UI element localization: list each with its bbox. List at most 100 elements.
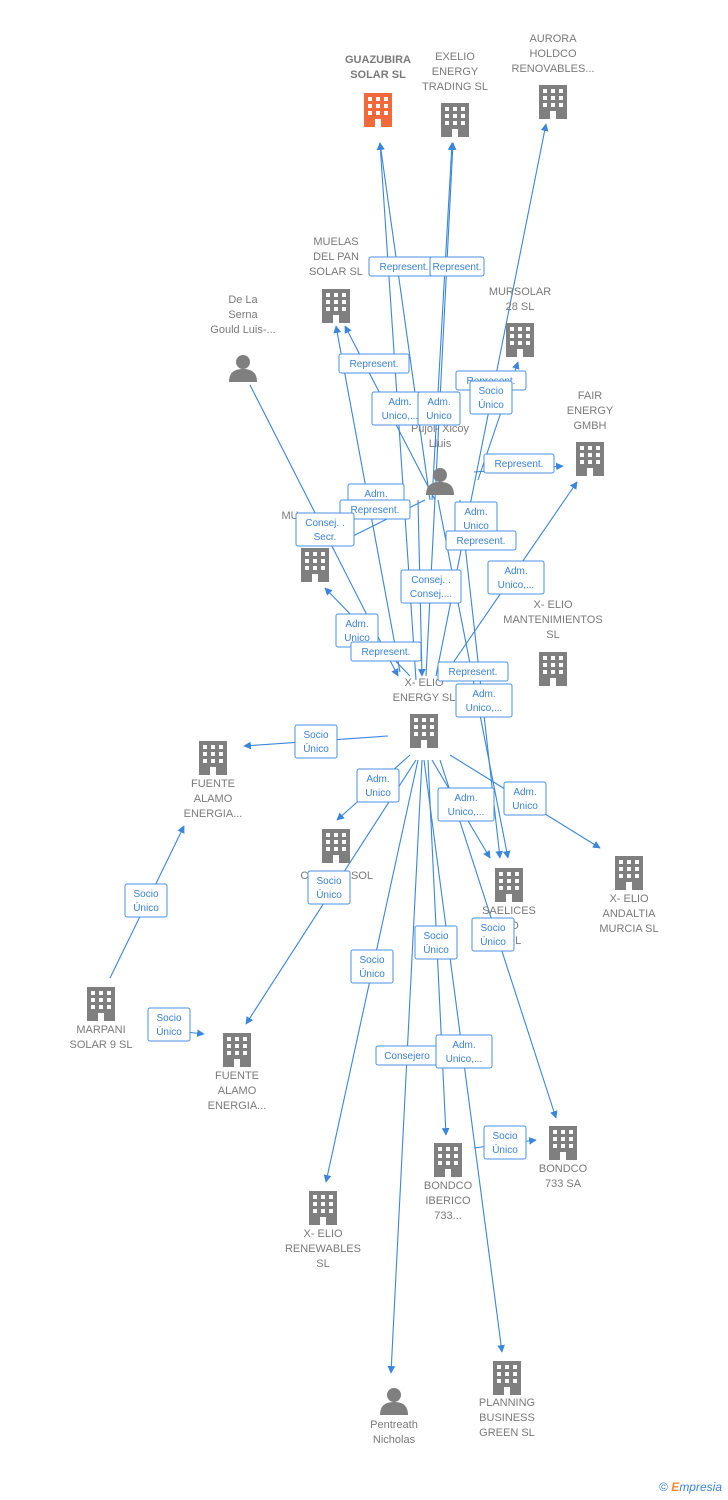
node-label: IBERICO <box>425 1195 471 1207</box>
node-fuente2[interactable]: FUENTEALAMOENERGIA... <box>208 1033 267 1112</box>
relation-label: Represent. <box>351 505 400 516</box>
relation-label: Represent. <box>362 647 411 658</box>
relation-label: Unico <box>365 788 391 799</box>
relation-r2[interactable]: Represent. <box>429 256 485 277</box>
relation-label: Único <box>359 967 385 980</box>
building-icon <box>495 868 523 902</box>
relation-r21[interactable]: Adm.Unico <box>356 768 400 803</box>
relation-label: Adm. <box>345 619 368 630</box>
node-label: GMBH <box>574 420 607 432</box>
relation-r6[interactable]: Adm.Unico,... <box>371 391 429 426</box>
building-icon <box>549 1126 577 1160</box>
relation-label: Único <box>492 1143 518 1156</box>
node-fuente1[interactable]: FUENTEALAMOENERGIA... <box>184 741 243 820</box>
relation-label: Consej.... <box>410 589 452 600</box>
node-aurora[interactable]: AURORAHOLDCORENOVABLES... <box>512 33 595 119</box>
node-label: ALAMO <box>194 793 233 805</box>
node-label: EXELIO <box>435 51 475 63</box>
relation-label: Socio <box>478 386 503 397</box>
building-icon <box>615 856 643 890</box>
node-label: ANDALTIA <box>603 908 657 920</box>
relation-r3[interactable]: Represent. <box>338 353 410 374</box>
edge-6 <box>431 142 456 501</box>
node-label: GUAZUBIRA <box>345 54 411 66</box>
node-label: SOL <box>351 870 373 882</box>
relation-box <box>294 724 338 759</box>
building-icon <box>434 1143 462 1177</box>
copyright-symbol: © <box>659 1480 668 1494</box>
node-label: Gould Luis-... <box>210 324 275 336</box>
relation-r18[interactable]: Represent. <box>437 661 509 682</box>
node-label: SL <box>316 1258 329 1270</box>
relation-r11[interactable]: Consej. .Secr. <box>295 512 355 547</box>
relation-r19[interactable]: Adm. Unico,... <box>455 683 513 718</box>
node-label: X- ELIO <box>609 893 649 905</box>
relation-r12[interactable]: Adm.Unico <box>454 501 498 536</box>
footer-brand[interactable]: © Empresia <box>659 1480 722 1494</box>
node-label: ALAMO <box>218 1085 257 1097</box>
node-bondco_ib[interactable]: BONDCOIBERICO733... <box>424 1143 473 1222</box>
node-label: ENERGIA... <box>208 1100 267 1112</box>
relation-r15[interactable]: Consej. .Consej.... <box>400 569 462 604</box>
relation-r14[interactable]: Adm.Unico,... <box>487 560 545 595</box>
relation-label: Secr. <box>314 532 337 543</box>
relation-r17[interactable]: Represent. <box>350 641 422 662</box>
relation-box <box>124 883 168 918</box>
relation-label: Adm. <box>364 489 387 500</box>
node-label: Pujol- Xicoy <box>411 423 470 435</box>
relation-box <box>400 569 462 604</box>
relation-label: Represent. <box>495 459 544 470</box>
relation-box <box>307 870 351 905</box>
edge-5 <box>377 142 431 501</box>
relation-label: Unico,... <box>466 703 503 714</box>
relation-label: Adm. <box>464 507 487 518</box>
relation-r10[interactable]: Represent. <box>339 499 411 520</box>
relation-r22[interactable]: Adm.Unico,... <box>437 787 495 822</box>
building-icon <box>539 652 567 686</box>
relation-r8[interactable]: Represent. <box>483 453 555 474</box>
building-icon <box>364 93 392 127</box>
edge-26 <box>387 759 423 1374</box>
node-label: RENOVABLES... <box>512 63 595 75</box>
relation-r31[interactable]: Adm.Unico,... <box>435 1034 493 1069</box>
relation-box <box>483 1125 527 1160</box>
relation-label: Socio <box>492 1131 517 1142</box>
relation-label: Adm. <box>454 793 477 804</box>
relation-box <box>455 683 513 718</box>
node-mu[interactable]: MU <box>281 510 329 582</box>
relation-r13[interactable]: Represent. <box>445 530 517 551</box>
node-label: SAELICES <box>482 905 536 917</box>
relation-r23[interactable]: Adm.Unico <box>503 781 547 816</box>
relation-r7[interactable]: Adm.Unico <box>417 391 461 426</box>
relation-r1[interactable]: Represent. <box>368 256 440 277</box>
relation-label: Consejero <box>384 1051 430 1062</box>
relation-r30[interactable]: Consejero <box>375 1045 439 1066</box>
relation-label: Adm. <box>472 689 495 700</box>
relation-box <box>339 499 411 520</box>
